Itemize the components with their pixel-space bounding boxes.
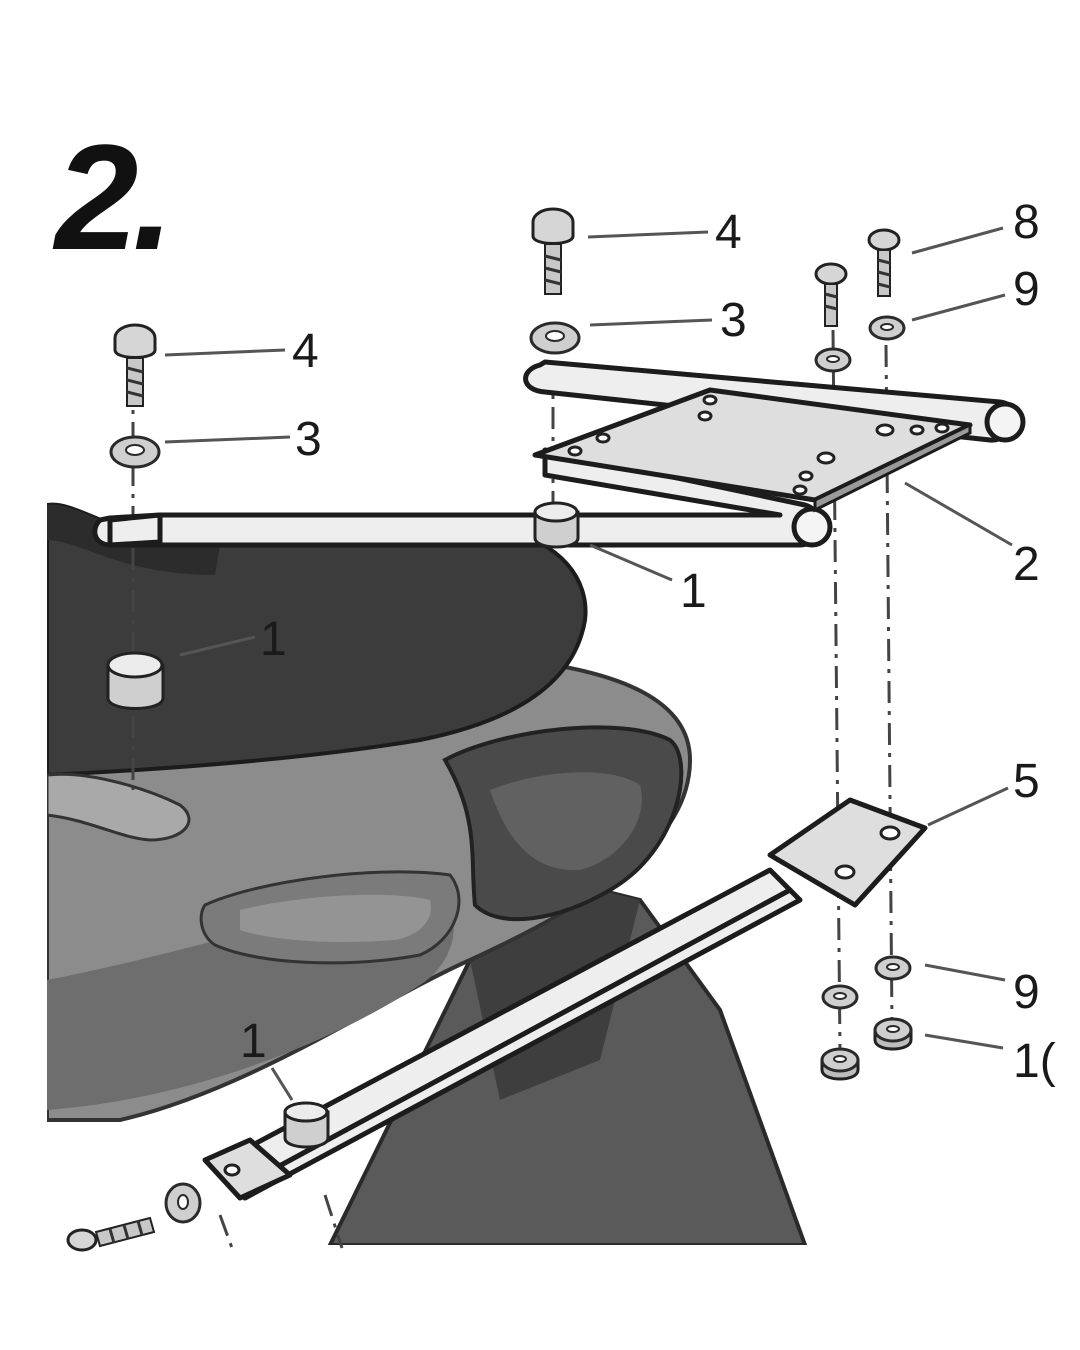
plate-holes bbox=[567, 394, 950, 496]
callout-labels: 4 3 1 4 3 1 8 9 2 5 9 1( 1 bbox=[240, 196, 1056, 1088]
washer-right-inner bbox=[814, 347, 852, 373]
callout-1-center: 1 bbox=[680, 565, 707, 618]
callout-2: 2 bbox=[1013, 538, 1040, 591]
nut-bottom-outer bbox=[873, 1017, 913, 1051]
callout-3-center: 3 bbox=[720, 294, 747, 347]
support-bar-part-5 bbox=[202, 797, 928, 1201]
washer-left bbox=[109, 435, 161, 469]
spacer-center bbox=[533, 501, 580, 549]
plate-edge bbox=[813, 422, 972, 513]
axis-right-outer bbox=[884, 344, 894, 1026]
callout-3-left: 3 bbox=[295, 413, 322, 466]
callout-1-left: 1 bbox=[260, 613, 287, 666]
grab-handle bbox=[47, 772, 191, 842]
nut-bottom-inner bbox=[820, 1047, 860, 1081]
support-top-plate bbox=[767, 797, 928, 908]
callout-9-top: 9 bbox=[1013, 263, 1040, 316]
callout-1-right: 1( bbox=[1013, 1035, 1056, 1088]
screw-right-outer bbox=[867, 228, 901, 297]
axis-bottom-right bbox=[323, 1194, 344, 1249]
support-bottom-tab bbox=[202, 1137, 293, 1201]
axis-bottom-left bbox=[218, 1214, 234, 1249]
callout-1-bottom: 1 bbox=[240, 1015, 267, 1068]
assembly-axes bbox=[131, 329, 894, 1249]
tail-light-lens bbox=[490, 772, 642, 871]
washer-center bbox=[529, 321, 581, 355]
washer-right-outer bbox=[868, 315, 906, 341]
washer-bottom-inner bbox=[821, 984, 859, 1010]
reflector-highlight bbox=[240, 894, 431, 942]
callout-8: 8 bbox=[1013, 196, 1040, 249]
screw-right-inner bbox=[814, 262, 848, 327]
spacers bbox=[106, 501, 580, 1149]
rack-arm-end bbox=[107, 512, 163, 548]
support-plate-hole-1 bbox=[834, 864, 856, 880]
support-plate-hole-2 bbox=[879, 825, 901, 841]
screw-bottom-left bbox=[66, 1216, 156, 1252]
callout-9-bottom: 9 bbox=[1013, 966, 1040, 1019]
callout-5: 5 bbox=[1013, 755, 1040, 808]
support-tab-hole bbox=[223, 1163, 241, 1177]
washer-bottom-left bbox=[164, 1182, 202, 1224]
top-rack-part-2 bbox=[92, 359, 1026, 548]
screw-left bbox=[113, 323, 157, 407]
washer-bottom-outer bbox=[874, 955, 912, 981]
rack-tube-end-rear bbox=[984, 401, 1026, 443]
rack-tube-end-front bbox=[791, 506, 833, 548]
fasteners bbox=[66, 207, 913, 1252]
axis-right-inner bbox=[831, 329, 842, 1051]
screw-center bbox=[531, 207, 575, 295]
callout-4-left: 4 bbox=[292, 325, 319, 378]
leader-lines bbox=[164, 226, 1013, 1101]
step-number: 2. bbox=[55, 113, 174, 281]
spacer-bottom bbox=[283, 1101, 330, 1149]
spacer-left bbox=[106, 651, 165, 710]
callout-4-center: 4 bbox=[715, 206, 742, 259]
